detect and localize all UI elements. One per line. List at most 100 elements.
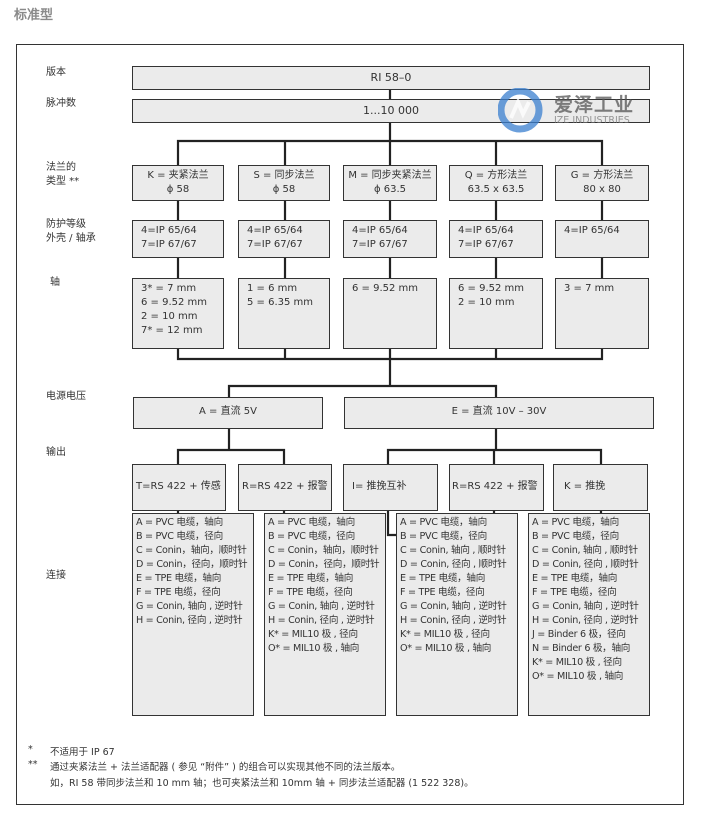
connection-option: A = PVC 电缆，轴向 <box>268 517 355 528</box>
protection-box: 4=IP 65/64 7=IP 67/67 <box>238 220 330 258</box>
diagram-frame <box>16 44 684 805</box>
output-box-i: I= 推挽互补 <box>343 464 438 511</box>
connection-option: O* = MIL10 极 , 轴向 <box>268 643 360 654</box>
label-supply: 电源电压 <box>46 391 86 402</box>
connection-option: F = TPE 电缆，径向 <box>136 587 221 598</box>
connection-box: A = PVC 电缆，轴向 B = PVC 电缆，径向 C = Conin，轴向，顺… <box>264 513 386 716</box>
label-protection-1: 防护等级 <box>46 219 86 230</box>
connection-option: K* = MIL10 极 , 径向 <box>268 629 358 640</box>
shaft-box: 6 = 9.52 mm <box>343 278 437 349</box>
connection-option: O* = MIL10 极 , 轴向 <box>532 671 624 682</box>
flange-name: S = 同步法兰 <box>253 170 315 181</box>
flange-name: G = 方形法兰 <box>570 170 634 181</box>
flange-size: ϕ 58 <box>166 184 190 195</box>
flange-size: 63.5 x 63.5 <box>467 184 525 195</box>
output-box-r2: R=RS 422 + 报警 <box>449 464 544 511</box>
watermark-logo: 爱泽工业 IZE INDUSTRIES <box>497 87 633 140</box>
protection-box: 4=IP 65/64 7=IP 67/67 <box>449 220 543 258</box>
protection-option: 4=IP 65/64 <box>352 225 408 236</box>
page-title: 标准型 <box>14 8 54 23</box>
flange-name: M = 同步夹紧法兰 <box>348 170 432 181</box>
logo-icon <box>497 87 543 133</box>
connection-option: G = Conin, 轴向 , 逆时针 <box>400 601 507 612</box>
connection-option: O* = MIL10 极 , 轴向 <box>400 643 492 654</box>
protection-box: 4=IP 65/64 7=IP 67/67 <box>343 220 437 258</box>
connection-option: E = TPE 电缆，轴向 <box>268 573 354 584</box>
footnote-mark: ** <box>28 759 38 770</box>
protection-option: 7=IP 67/67 <box>247 239 303 250</box>
connection-box: A = PVC 电缆，轴向 B = PVC 电缆，径向 C = Conin，轴向，顺… <box>132 513 254 716</box>
flange-size: ϕ 58 <box>272 184 296 195</box>
flange-name: K = 夹紧法兰 <box>147 170 209 181</box>
connection-option: D = Conin, 径向 , 顺时针 <box>532 559 639 570</box>
connection-option: H = Conin, 径向 , 逆时针 <box>136 615 243 626</box>
logo-text-cn: 爱泽工业 <box>554 94 635 116</box>
connection-option: D = Conin，径向，顺时针 <box>136 559 248 570</box>
shaft-option: 6 = 9.52 mm <box>352 283 419 294</box>
line-shaft-supply <box>176 348 604 397</box>
label-pulses: 脉冲数 <box>46 98 76 109</box>
line-supply-output <box>176 428 603 464</box>
label-flange-1: 法兰的 <box>46 162 76 173</box>
shaft-option: 6 = 9.52 mm <box>458 283 525 294</box>
footnote-text: 通过夹紧法兰 + 法兰适配器 ( 参见 “附件” ) 的组合可以实现其他不同的法… <box>50 762 401 773</box>
connection-option: H = Conin, 径向 , 逆时针 <box>400 615 507 626</box>
connection-option: C = Conin, 轴向 , 顺时针 <box>400 545 506 556</box>
connection-option: B = PVC 电缆，径向 <box>136 531 223 542</box>
connection-box: A = PVC 电缆，轴向 B = PVC 电缆，径向 C = Conin, 轴向 … <box>396 513 518 716</box>
connection-option: N = Binder 6 极，轴向 <box>532 643 631 654</box>
protection-box: 4=IP 65/64 <box>555 220 649 258</box>
connection-option: H = Conin, 径向 , 逆时针 <box>268 615 375 626</box>
flange-box-k: K = 夹紧法兰 ϕ 58 <box>132 165 224 201</box>
footnote-mark: * <box>28 744 33 755</box>
connection-option: F = TPE 电缆，径向 <box>532 587 617 598</box>
connection-option: B = PVC 电缆，径向 <box>400 531 487 542</box>
connection-option: B = PVC 电缆，径向 <box>268 531 355 542</box>
logo-text-en: IZE INDUSTRIES <box>554 115 630 126</box>
connection-option: A = PVC 电缆，轴向 <box>136 517 223 528</box>
shaft-option: 5 = 6.35 mm <box>247 297 314 308</box>
connection-option: K* = MIL10 极 , 径向 <box>532 657 622 668</box>
label-version: 版本 <box>46 67 66 78</box>
label-flange-2: 类型 ** <box>46 176 80 187</box>
connection-option: G = Conin, 轴向 , 逆时针 <box>136 601 243 612</box>
connection-option: D = Conin, 径向 , 顺时针 <box>400 559 507 570</box>
label-connection: 连接 <box>46 570 66 581</box>
flange-box-q: Q = 方形法兰 63.5 x 63.5 <box>449 165 543 201</box>
line-flange-protection <box>176 200 604 220</box>
flange-name: Q = 方形法兰 <box>464 170 528 181</box>
connection-option: C = Conin，轴向，顺时针 <box>268 545 379 556</box>
connection-option: E = TPE 电缆，轴向 <box>136 573 222 584</box>
footnote-text: 不适用于 IP 67 <box>50 747 115 758</box>
shaft-box: 3 = 7 mm <box>555 278 649 349</box>
connection-option: H = Conin, 径向 , 逆时针 <box>532 615 639 626</box>
connection-option: A = PVC 电缆，轴向 <box>400 517 487 528</box>
connection-option: G = Conin, 轴向 , 逆时针 <box>268 601 375 612</box>
protection-option: 7=IP 67/67 <box>141 239 197 250</box>
shaft-option: 2 = 10 mm <box>458 297 515 308</box>
protection-option: 4=IP 65/64 <box>247 225 303 236</box>
label-shaft: 轴 <box>50 277 60 288</box>
supply-box-e: E = 直流 10V – 30V <box>344 397 654 429</box>
protection-option: 7=IP 67/67 <box>458 239 514 250</box>
shaft-option: 3* = 7 mm <box>141 283 197 294</box>
connection-option: C = Conin, 轴向 , 顺时针 <box>532 545 638 556</box>
flange-box-s: S = 同步法兰 ϕ 58 <box>238 165 330 201</box>
protection-option: 4=IP 65/64 <box>458 225 514 236</box>
version-box: RI 58–0 <box>132 66 650 90</box>
connection-option: B = PVC 电缆，径向 <box>532 531 619 542</box>
output-box-r: R=RS 422 + 报警 <box>238 464 332 511</box>
connection-option: E = TPE 电缆，轴向 <box>400 573 486 584</box>
connection-option: K* = MIL10 极 , 径向 <box>400 629 490 640</box>
connection-option: E = TPE 电缆，轴向 <box>532 573 618 584</box>
connection-option: C = Conin，轴向，顺时针 <box>136 545 247 556</box>
flange-size: ϕ 63.5 <box>373 184 407 195</box>
protection-option: 7=IP 67/67 <box>352 239 408 250</box>
shaft-option: 7* = 12 mm <box>141 325 203 336</box>
